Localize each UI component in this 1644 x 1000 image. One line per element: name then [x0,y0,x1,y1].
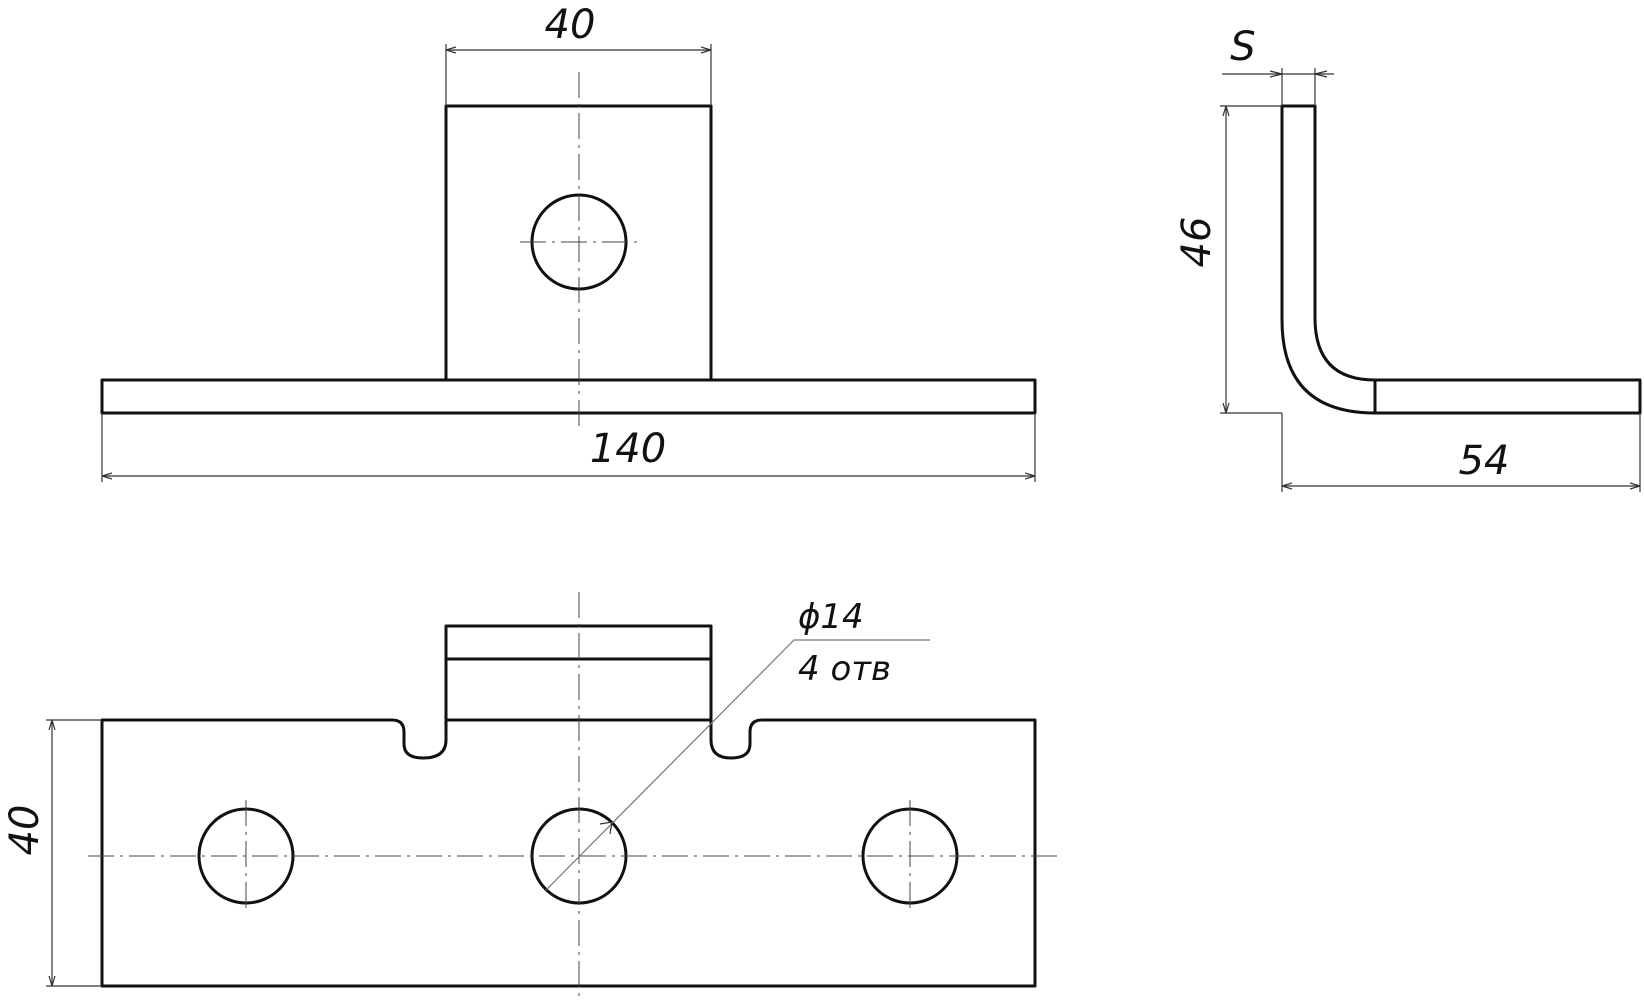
front-base-plate [100,378,1037,415]
top-plate-outline [100,718,1037,988]
side-thickness-arrow-left [1269,70,1283,78]
side-thickness-arrow-right [1314,70,1328,78]
hole-leader-line [545,639,795,891]
hole-leader-arrow [599,821,613,835]
hole-diameter-label: ϕ14 [798,597,864,637]
side-thickness-label: S [1230,24,1255,70]
front-top-dimension-label: 40 [545,2,596,48]
front-view: 40 140 [100,2,1037,482]
hole-count-label: 4 отв [798,649,891,689]
front-length-dimension-label: 140 [590,426,666,472]
side-view: S 46 54 [1174,24,1642,492]
side-length-label: 54 [1459,438,1510,484]
top-width-label: 40 [2,805,48,856]
side-angle-profile [1280,104,1642,415]
side-height-label: 46 [1174,217,1220,268]
top-view: 40 ϕ14 4 отв [2,592,1060,1000]
